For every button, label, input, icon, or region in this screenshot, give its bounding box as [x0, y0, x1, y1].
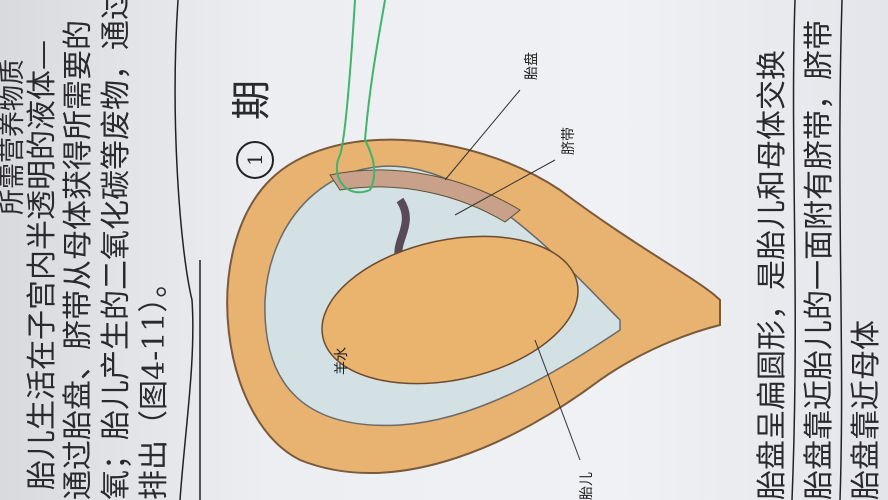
label-umbilical-cord: 脐带 — [561, 127, 577, 155]
placenta-leader-line — [444, 89, 521, 181]
handwritten-line — [839, 0, 843, 500]
label-amniotic-fluid: 羊水 — [334, 347, 350, 375]
fetus-leader-line — [534, 339, 581, 461]
label-placenta: 胎盘 — [524, 52, 540, 80]
cord-leader-line — [454, 159, 556, 216]
placenta-shape — [329, 169, 521, 223]
circled-number-mark — [236, 141, 274, 179]
circled-number: 1 — [243, 153, 267, 166]
green-marker-annotation — [335, 0, 386, 194]
handwritten-line — [791, 0, 796, 500]
handwritten-line — [174, 0, 194, 500]
label-fetus: 胎儿 — [579, 472, 595, 500]
handwritten-heading: 期 — [229, 80, 275, 120]
fetus-body — [321, 235, 579, 385]
